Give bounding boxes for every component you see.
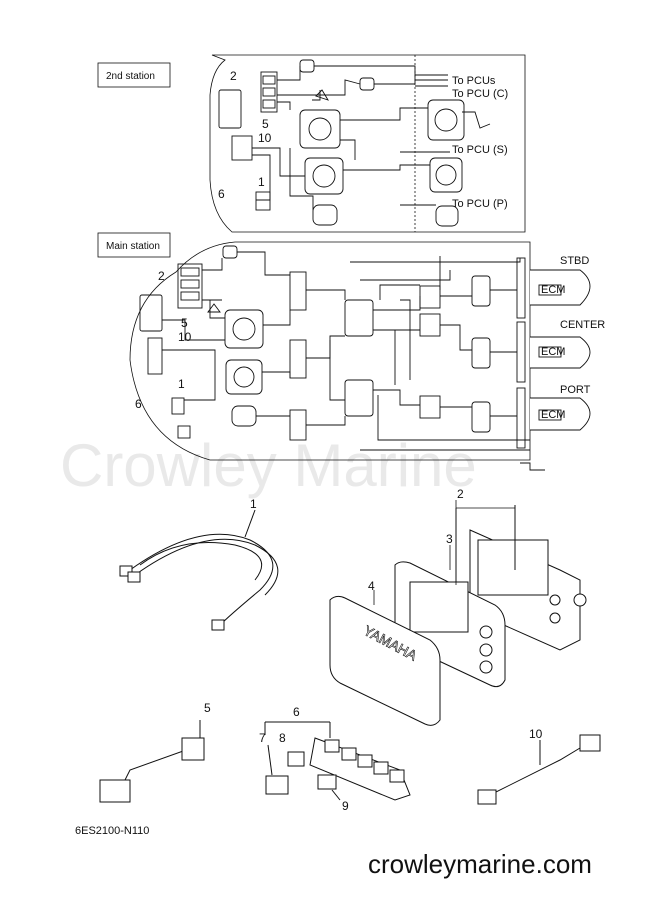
part-5-harness (99, 720, 205, 803)
callout-1-main: 1 (178, 377, 185, 391)
part-code: 6ES2100-N110 (75, 825, 149, 837)
part-8-cap (287, 751, 305, 767)
callout-part-4: 4 (368, 579, 375, 593)
callout-part-3: 3 (446, 532, 453, 546)
label-to-pcus: To PCUs (452, 75, 496, 87)
main-station-title: Main station (106, 241, 160, 252)
second-station-labels: To PCUs To PCU (C) To PCU (S) To PCU (P)… (218, 69, 508, 210)
callout-10-upper: 10 (258, 131, 272, 145)
callout-part-9: 9 (342, 799, 349, 813)
callout-part-2: 2 (457, 487, 464, 501)
ecm-port: ECM (541, 409, 565, 421)
main-station-wiring (139, 245, 545, 471)
second-station-title: 2nd station (106, 71, 155, 82)
callout-10-main: 10 (178, 330, 192, 344)
second-station-title-box: 2nd station (97, 62, 171, 88)
part-6-hub (264, 721, 411, 801)
part-4-cover: YAMAHA (329, 595, 441, 726)
label-to-pcu-p: To PCU (P) (452, 198, 508, 210)
callout-6-upper: 6 (218, 187, 225, 201)
label-to-pcu-s: To PCU (S) (452, 144, 508, 156)
site-url: crowleymarine.com (368, 849, 592, 879)
callout-5-main: 5 (181, 316, 188, 330)
watermark: Crowley Marine (60, 432, 477, 499)
callout-part-10: 10 (529, 727, 543, 741)
callout-5-upper: 5 (262, 117, 269, 131)
callout-1-upper: 1 (258, 175, 265, 189)
label-stbd: STBD (560, 255, 589, 267)
main-station-labels: 2 5 10 1 6 (135, 269, 192, 411)
label-center: CENTER (560, 319, 605, 331)
label-to-pcu-c: To PCU (C) (452, 88, 508, 100)
part-7-cap (265, 744, 289, 795)
second-station-panel (209, 54, 526, 233)
second-station-wiring (218, 59, 491, 227)
ecm-labels: ECM ECM ECM STBD CENTER PORT (541, 255, 605, 421)
callout-part-6: 6 (293, 705, 300, 719)
callout-part-5: 5 (204, 701, 211, 715)
callout-6-main: 6 (135, 397, 142, 411)
callout-2-main: 2 (158, 269, 165, 283)
callout-part-1: 1 (250, 497, 257, 511)
ecm-group (530, 269, 591, 431)
part-1-cable (119, 509, 279, 631)
main-station-panel (129, 241, 531, 461)
callout-2-upper: 2 (230, 69, 237, 83)
part-9-cap (317, 774, 341, 801)
part-3-display-bezel (394, 561, 506, 688)
display-leaders (373, 500, 515, 605)
callout-part-7: 7 (259, 731, 266, 745)
callout-part-8: 8 (279, 731, 286, 745)
label-port: PORT (560, 384, 591, 396)
ecm-center: ECM (541, 346, 565, 358)
ecm-stbd: ECM (541, 284, 565, 296)
main-station-title-box: Main station (97, 232, 171, 258)
part-10-cable (477, 734, 601, 805)
